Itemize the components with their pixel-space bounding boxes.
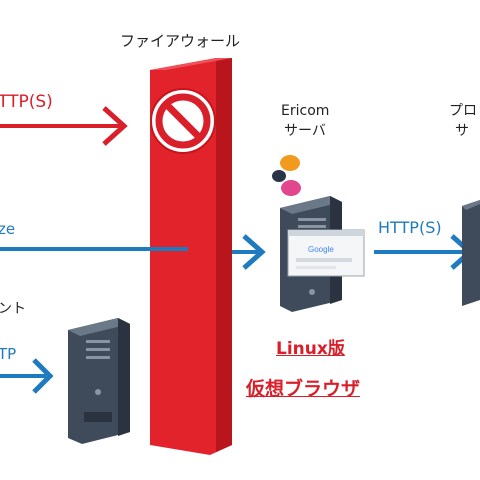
server-icon — [68, 318, 130, 444]
ericom-label: Ericom — [281, 103, 330, 119]
client-label: ント — [0, 301, 26, 317]
blue-arrow-to-proxy — [374, 234, 474, 270]
red-arrow — [0, 106, 128, 146]
proxy-protocol-label: HTTP(S) — [378, 218, 442, 237]
svg-text:Google: Google — [308, 245, 334, 254]
blue-route-label: ze — [0, 220, 16, 238]
proxy-server-label: サ — [455, 123, 469, 139]
client-protocol-label: TP — [0, 345, 17, 363]
blue-arrow-to-client — [0, 358, 54, 394]
proxy-server — [462, 200, 480, 306]
ericom-server-label: サーバ — [284, 123, 326, 139]
proxy-label: プロ — [449, 103, 477, 119]
ericom-logo-icon — [272, 155, 301, 196]
blocked-protocol-label: TTP(S) — [0, 92, 53, 112]
firewall-label: ファイアウォール — [120, 32, 241, 50]
firewall — [150, 58, 232, 455]
browser-window-icon: Google — [287, 229, 365, 277]
blue-arrow-to-ericom — [232, 234, 266, 270]
prohibited-icon — [150, 88, 216, 154]
virtual-browser-label: 仮想ブラウザ — [246, 378, 361, 400]
linux-edition-label: Linux版 — [276, 339, 345, 359]
